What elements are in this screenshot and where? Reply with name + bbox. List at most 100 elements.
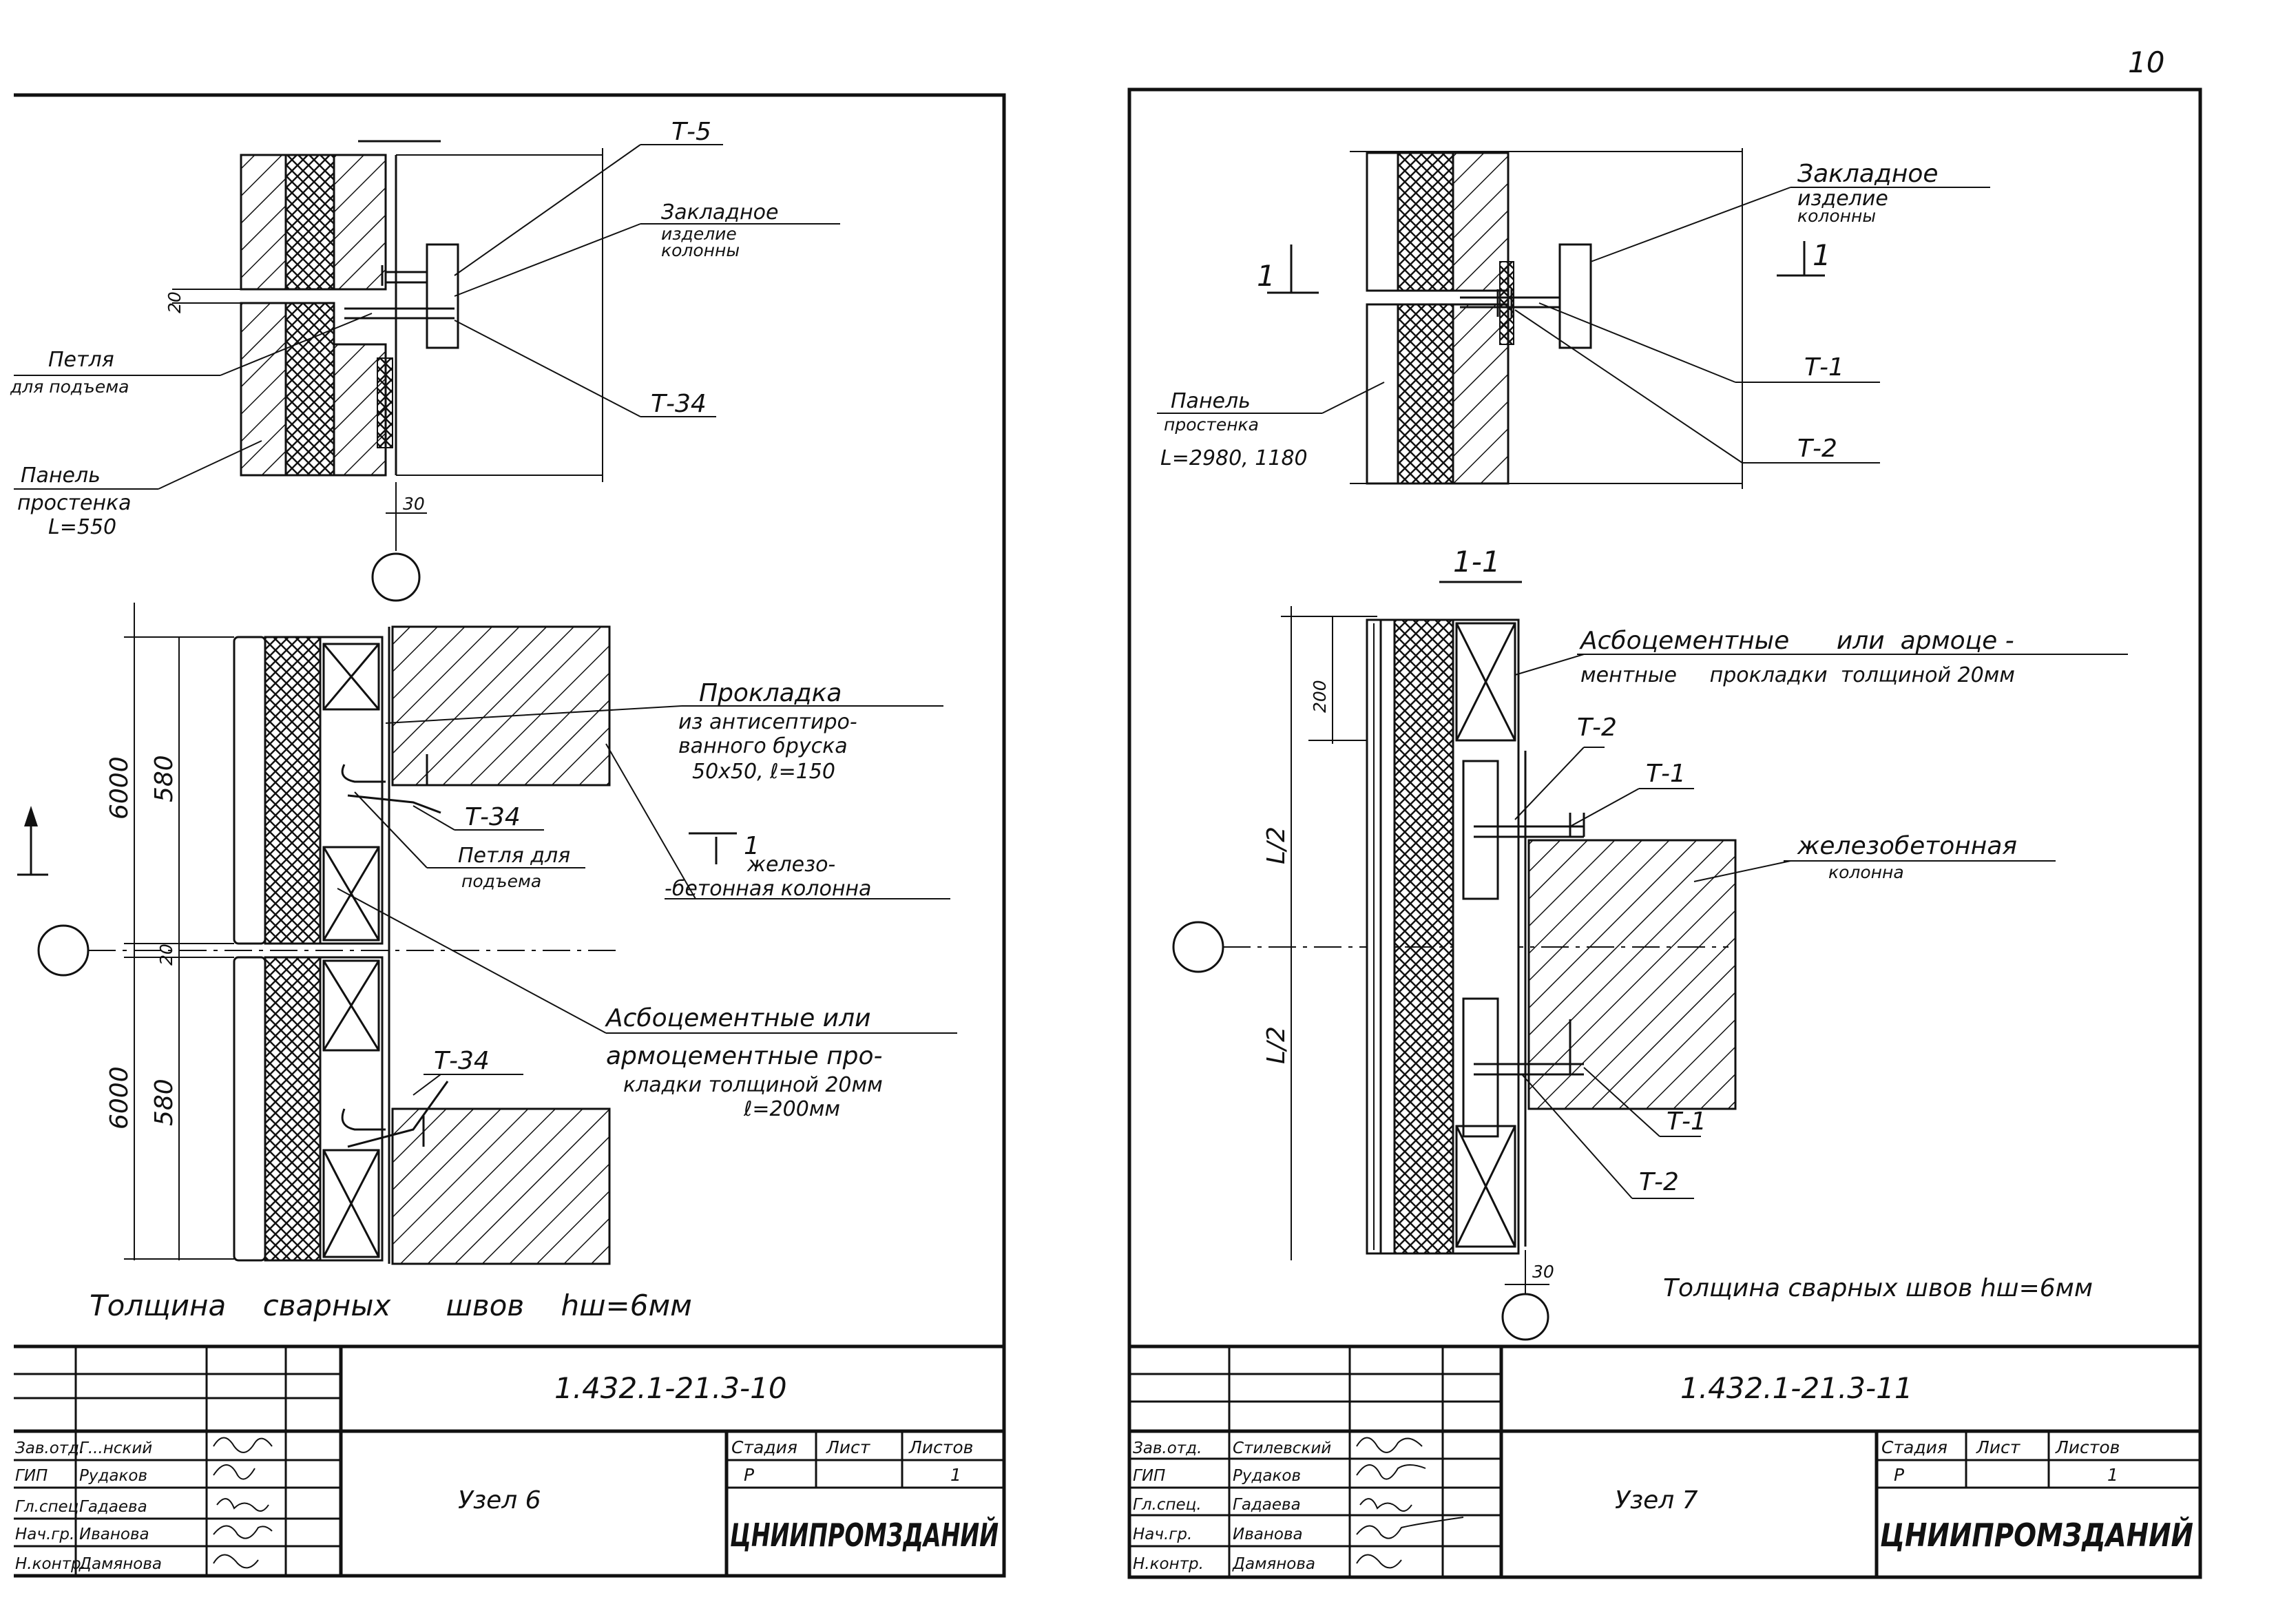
- left-panel-outer-upper: [240, 154, 287, 291]
- left-name-2: Гадаева: [79, 1498, 147, 1516]
- left-dim-6000-bot: 6000: [105, 1066, 134, 1129]
- left-gasket-l4: 50х50, ℓ=150: [692, 760, 835, 784]
- right-asb-l1: Асбоцементные или армоце -: [1579, 627, 2014, 655]
- right-panel-insulation-lower: [1397, 303, 1454, 485]
- right-axis-circle-mid: [1172, 921, 1224, 973]
- left-hdr-sheets: Листов: [908, 1437, 973, 1457]
- left-t34-top-label: Т-34: [651, 390, 707, 418]
- right-section-mark-embed: 1: [1813, 238, 1831, 272]
- left-asb-l1: Асбоцементные или: [605, 1004, 870, 1032]
- right-t1-mid-label: Т-1: [1646, 760, 1686, 788]
- right-embed-l3: колонны: [1797, 206, 1876, 226]
- left-dim-580-top: 580: [150, 755, 178, 802]
- left-elev-insulation-upper: [264, 636, 322, 945]
- right-t2-top-label: Т-2: [1797, 435, 1837, 463]
- left-name-4: Дамянова: [79, 1555, 162, 1573]
- right-panel-l3: L=2980, 1180: [1160, 446, 1308, 470]
- left-section-mark: 1: [744, 832, 760, 860]
- right-node-name: Узел 7: [1615, 1486, 1698, 1514]
- right-sheets-value: 1: [2107, 1465, 2118, 1485]
- left-loop2-l1: Петля для: [458, 844, 570, 868]
- left-elev-insulation-lower: [264, 956, 322, 1262]
- right-panel-inner-lower: [1452, 303, 1510, 485]
- left-embed-l3: колонны: [661, 240, 740, 260]
- left-gasket-l1: Прокладка: [699, 679, 842, 707]
- left-drawing-code: 1.432.1-21.3-10: [554, 1371, 787, 1405]
- left-panel-l2: простенка: [17, 491, 132, 515]
- left-embed-plate: [426, 243, 459, 349]
- right-role-1: ГИП: [1133, 1467, 1165, 1485]
- left-panel-insulation-lower: [284, 302, 335, 477]
- left-name-1: Рудаков: [79, 1467, 147, 1485]
- left-t34-bot-label: Т-34: [434, 1047, 490, 1075]
- left-loop-l2: для подъема: [10, 377, 129, 397]
- left-sheets-value: 1: [950, 1465, 961, 1485]
- left-sheet: 20 30 Т-5 Закладное изделие колонны Т-34: [10, 93, 1006, 1578]
- left-name-0: Г...нский: [79, 1439, 152, 1457]
- right-dim-l2-top: L/2: [1262, 826, 1291, 864]
- right-panel-inner-upper: [1452, 152, 1510, 292]
- left-dim-6000-top: 6000: [105, 756, 134, 820]
- left-axis-circle-mid: [37, 924, 90, 977]
- left-dim-20-mid: 20: [156, 944, 176, 966]
- left-column-upper: [391, 625, 611, 787]
- left-hdr-sheet: Лист: [826, 1437, 871, 1457]
- left-panel-l1: Панель: [21, 464, 101, 488]
- right-column-l1: железобетонная: [1797, 832, 2017, 860]
- left-column-l2: -бетонная колонна: [665, 877, 871, 901]
- left-role-4: Н.контр.: [15, 1555, 86, 1573]
- left-panel-l3: L=550: [48, 515, 116, 539]
- right-dim-200: 200: [1310, 680, 1330, 713]
- left-gasket-l2: из антисептиро-: [678, 710, 857, 734]
- left-role-3: Нач.гр.: [15, 1526, 74, 1543]
- right-org-name: ЦНИИПРОМЗДАНИЙ: [1880, 1517, 2193, 1554]
- left-weld-note: Толщина сварных швов hш=6мм: [90, 1289, 692, 1322]
- right-hdr-sheet: Лист: [1976, 1437, 2021, 1457]
- right-column-l2: колонна: [1828, 862, 1904, 882]
- right-hdr-sheets: Листов: [2055, 1437, 2120, 1457]
- right-hdr-stage: Стадия: [1881, 1437, 1947, 1457]
- right-stage-value: Р: [1894, 1465, 1905, 1485]
- left-panel-insulation-upper: [284, 154, 335, 291]
- right-panel-l1: Панель: [1171, 389, 1251, 413]
- left-org-name: ЦНИИПРОМЗДАНИЙ: [730, 1517, 999, 1554]
- right-axis-circle-bot: [1501, 1293, 1549, 1341]
- left-node-name: Узел 6: [458, 1486, 541, 1514]
- right-drawing-code: 1.432.1-21.3-11: [1680, 1371, 1913, 1405]
- left-loop2-l2: подъема: [461, 871, 541, 891]
- right-upper-detail: 1 Закладное изделие колонны 1 Т-1 Т-2 Па…: [1157, 148, 1990, 489]
- right-role-2: Гл.спец.: [1133, 1496, 1202, 1514]
- left-dim-580-bot: 580: [150, 1079, 178, 1126]
- left-title-block: 1.432.1-21.3-10 Узел 6 Стадия Лист Листо…: [14, 1344, 1004, 1576]
- left-role-0: Зав.отд.: [15, 1439, 84, 1457]
- right-name-4: Дамянова: [1232, 1555, 1315, 1573]
- right-t2-bot-label: Т-2: [1639, 1168, 1679, 1196]
- left-role-2: Гл.спец.: [15, 1498, 84, 1516]
- left-stage-value: Р: [744, 1465, 755, 1485]
- right-name-0: Стилевский: [1233, 1439, 1331, 1457]
- left-asb-l3: кладки толщиной 20мм: [623, 1073, 883, 1097]
- left-axis-circle-top: [371, 552, 421, 602]
- left-panel-inner-upper: [333, 154, 387, 291]
- left-dim-30: 30: [403, 494, 425, 514]
- right-dim-30: 30: [1532, 1262, 1554, 1282]
- right-frame: [1127, 87, 2202, 1579]
- left-hdr-stage: Стадия: [731, 1437, 797, 1457]
- right-embed-plate: [1558, 243, 1592, 349]
- left-name-3: Иванова: [79, 1526, 149, 1543]
- left-gasket-l3: ванного бруска: [678, 734, 848, 758]
- right-embed-l1: Закладное: [1797, 160, 1939, 188]
- right-weld-note: Толщина сварных швов hш=6мм: [1663, 1274, 2093, 1302]
- right-dim-l2-bot: L/2: [1262, 1026, 1291, 1064]
- right-t1-bot-label: Т-1: [1667, 1107, 1706, 1136]
- right-name-1: Рудаков: [1233, 1467, 1301, 1485]
- right-sheet: 1 Закладное изделие колонны 1 Т-1 Т-2 Па…: [1127, 87, 2202, 1579]
- right-role-4: Н.контр.: [1133, 1555, 1204, 1573]
- left-column-lower: [391, 1107, 611, 1265]
- left-frame: [14, 93, 1006, 1578]
- right-role-0: Зав.отд.: [1133, 1439, 1202, 1457]
- left-column-l1: железо-: [746, 853, 835, 877]
- right-asb-l2: ментные прокладки толщиной 20мм: [1580, 663, 2015, 687]
- left-role-1: ГИП: [15, 1467, 48, 1485]
